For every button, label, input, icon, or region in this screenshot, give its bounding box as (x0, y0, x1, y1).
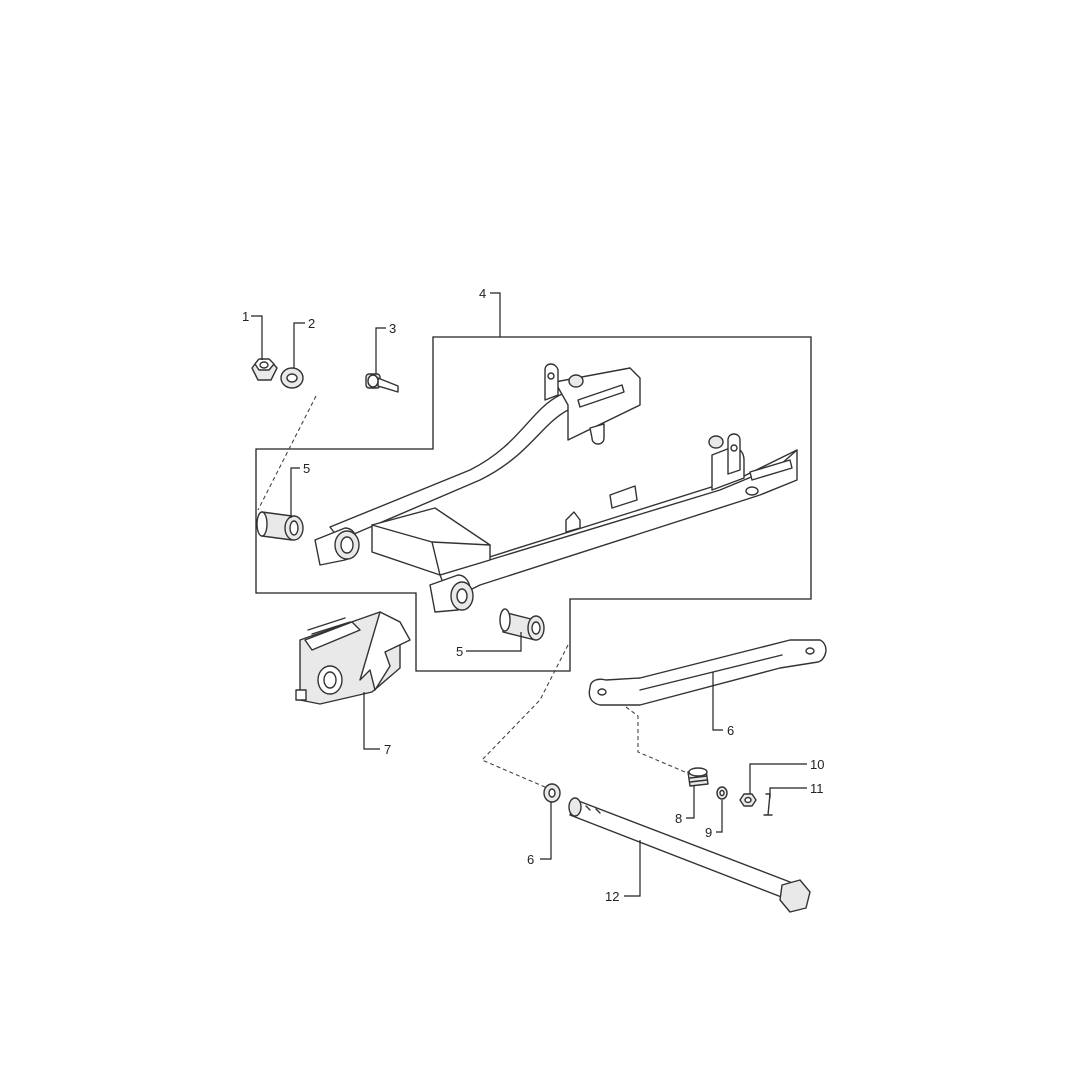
leader-line-10 (749, 763, 807, 794)
leader-line-8 (686, 786, 695, 819)
cotter-pin-icon (763, 793, 773, 816)
callout-10: 10 (810, 757, 824, 772)
leader-line-5a (290, 467, 300, 518)
callout-2: 2 (308, 316, 315, 331)
callout-8: 8 (675, 811, 682, 826)
leader-line-5b (466, 632, 522, 652)
callout-5a: 5 (303, 461, 310, 476)
bushing-icon (499, 608, 545, 641)
pivot-shaft-icon (568, 797, 811, 913)
leader-line-1 (251, 315, 263, 360)
callout-7: 7 (384, 742, 391, 757)
swingarm-icon (314, 363, 798, 613)
callout-11: 11 (810, 781, 824, 796)
alignment-line-lower (481, 644, 569, 791)
leader-line-3 (375, 327, 386, 374)
washer-icon (543, 783, 561, 803)
alignment-line-left (257, 395, 317, 511)
leader-line-11 (769, 787, 807, 798)
callout-6a: 6 (727, 723, 734, 738)
bolt-icon (365, 373, 399, 393)
callout-12: 12 (605, 889, 619, 904)
callout-5b: 5 (456, 644, 463, 659)
leader-line-6a (712, 672, 723, 731)
swingarm-assembly-boundary (255, 336, 812, 672)
leader-line-12 (624, 840, 641, 897)
nut-icon (251, 358, 278, 381)
alignment-line-link (625, 706, 693, 776)
callout-9: 9 (705, 825, 712, 840)
washer-icon (280, 367, 304, 389)
torque-link-icon (588, 639, 827, 706)
leader-line-7 (363, 692, 380, 750)
washer-icon (716, 786, 728, 800)
leader-line-9 (716, 800, 723, 833)
callout-3: 3 (389, 321, 396, 336)
spring-icon (687, 767, 709, 787)
leader-line-4 (490, 292, 501, 337)
chain-guide-icon (295, 611, 411, 705)
callout-6b: 6 (527, 852, 534, 867)
leader-line-6b (540, 802, 552, 860)
callout-1: 1 (242, 309, 249, 324)
nut-icon (739, 793, 757, 807)
leader-line-2 (293, 322, 305, 368)
bushing-icon (256, 511, 304, 541)
callout-4: 4 (479, 286, 486, 301)
